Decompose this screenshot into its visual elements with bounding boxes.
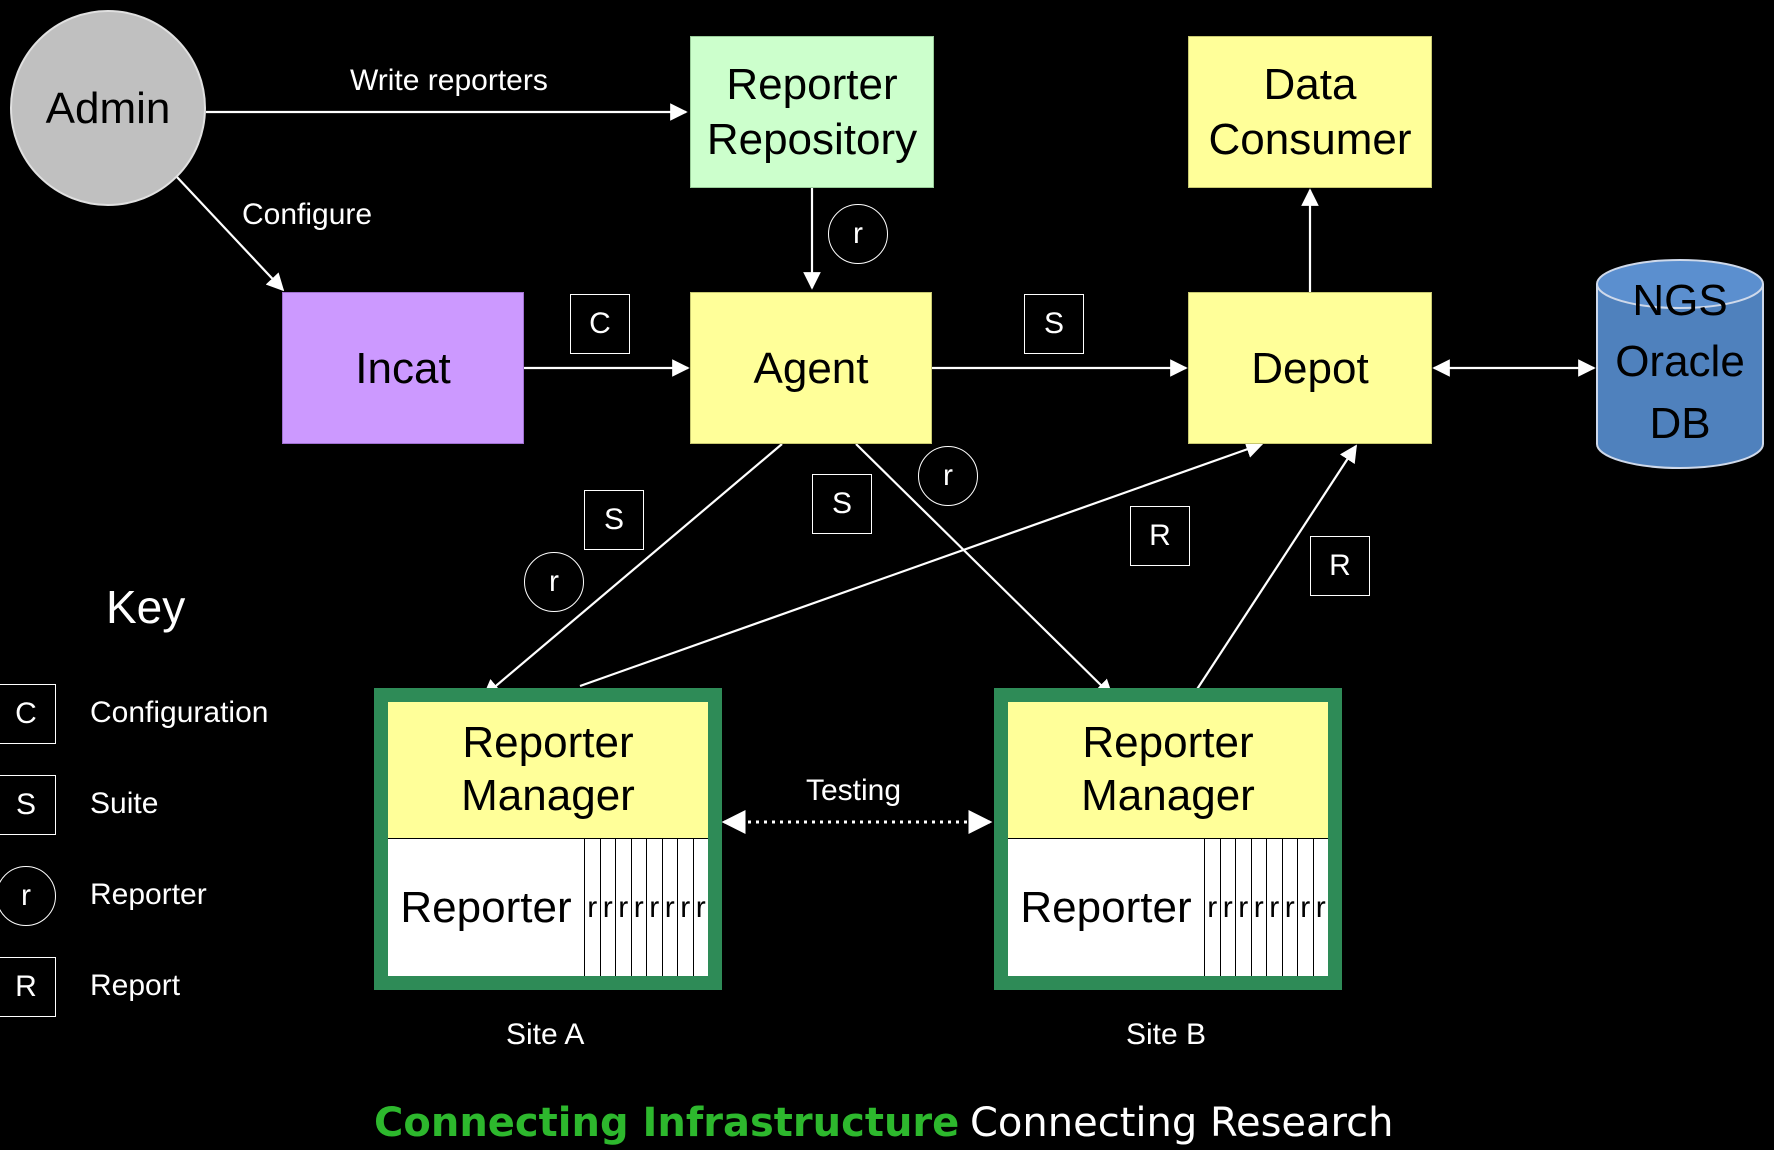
admin-node: Admin <box>10 10 206 206</box>
marker-configuration: C <box>570 294 630 354</box>
marker-report: R <box>1130 506 1190 566</box>
marker-reporter: r <box>524 552 584 612</box>
reporter-repository-label: Reporter Repository <box>706 60 918 164</box>
edge-admin-incat <box>175 175 285 292</box>
reporter-slot: r <box>1250 839 1267 976</box>
reporter-slot: r <box>584 839 600 976</box>
key-symbol: S <box>0 775 56 835</box>
reporter-slot: r <box>615 839 631 976</box>
reporter-manager: Reporter Manager <box>1008 702 1328 838</box>
reporter-slot: r <box>1266 839 1282 976</box>
key-label: Report <box>90 969 181 1002</box>
depot-node: Depot <box>1188 292 1432 444</box>
database-line-3: DB <box>1649 398 1711 448</box>
reporter-manager: Reporter Manager <box>388 702 708 838</box>
reporter-slot: r <box>1235 839 1251 976</box>
reporter-slot: r <box>646 839 662 976</box>
testing-label: Testing <box>806 774 902 807</box>
reporter-slot: r <box>661 839 678 976</box>
key-symbol: r <box>0 866 56 926</box>
depot-label: Depot <box>1251 343 1369 393</box>
reporter-slot: r <box>1312 839 1329 976</box>
reporter-label: Reporter <box>1008 838 1204 976</box>
data-consumer-label: Data Consumer <box>1208 60 1412 164</box>
reporter-slot: r <box>1219 839 1236 976</box>
edge-agent-siteA <box>482 443 783 698</box>
marker-suite: S <box>812 474 872 534</box>
key-label: Suite <box>90 787 159 820</box>
footer-connecting-research: Connecting Research <box>970 1100 1394 1146</box>
reporter-slot: r <box>692 839 709 976</box>
marker-suite: S <box>1024 294 1084 354</box>
configure-label: Configure <box>242 198 373 231</box>
agent-node: Agent <box>690 292 932 444</box>
key-symbol: R <box>0 957 56 1017</box>
reporter-slot: r <box>1204 839 1220 976</box>
database-label: NGS Oracle DB <box>1597 262 1763 462</box>
incat-label: Incat <box>355 343 451 393</box>
reporter-slot: r <box>630 839 647 976</box>
edge-agent-siteB <box>855 443 1114 698</box>
write-reporters-label: Write reporters <box>350 64 548 97</box>
reporter-slot: r <box>1281 839 1298 976</box>
marker-suite: S <box>584 490 644 550</box>
reporter-slot: r <box>599 839 616 976</box>
key-label: Reporter <box>90 878 207 911</box>
edge-siteA-depot <box>579 441 1264 688</box>
marker-report: R <box>1310 536 1370 596</box>
footer-connecting-infrastructure: Connecting Infrastructure <box>374 1100 960 1146</box>
marker-reporter: r <box>918 446 978 506</box>
key-symbol: C <box>0 684 56 744</box>
database-line-2: Oracle <box>1615 337 1745 387</box>
data-consumer-node: Data Consumer <box>1188 36 1432 188</box>
site-a-label: Site A <box>506 1018 585 1051</box>
database-cylinder <box>1596 259 1764 469</box>
key-title: Key <box>106 581 186 633</box>
reporter-label: Reporter <box>388 838 584 976</box>
key-label: Configuration <box>90 696 269 729</box>
reporter-repository-node: Reporter Repository <box>690 36 934 188</box>
site-b-label: Site B <box>1126 1018 1207 1051</box>
marker-reporter: r <box>828 204 888 264</box>
database-line-1: NGS <box>1632 275 1728 325</box>
edge-siteB-depot <box>1189 444 1357 701</box>
incat-node: Incat <box>282 292 524 444</box>
admin-label: Admin <box>45 83 171 133</box>
reporter-slot: r <box>677 839 693 976</box>
reporter-slot: r <box>1297 839 1313 976</box>
agent-label: Agent <box>753 343 869 393</box>
